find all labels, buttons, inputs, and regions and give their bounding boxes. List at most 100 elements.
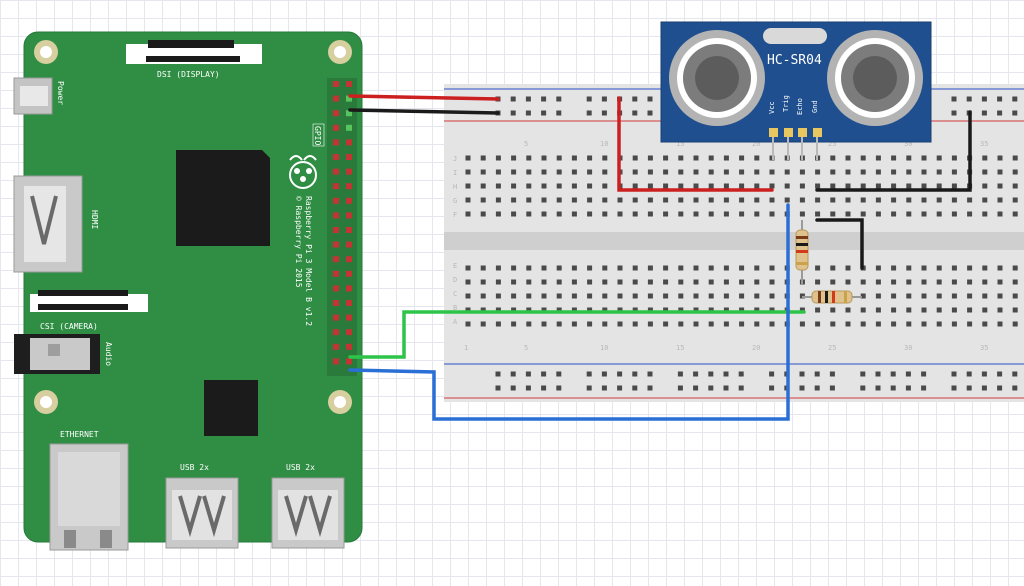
- breadboard-hole: [647, 293, 653, 299]
- breadboard-hole: [571, 183, 577, 189]
- breadboard-hole: [632, 385, 638, 391]
- breadboard-hole: [480, 307, 486, 313]
- col-number-top-25: 25: [828, 140, 836, 148]
- breadboard-hole: [647, 385, 653, 391]
- breadboard-hole: [647, 96, 653, 102]
- gpio-pin: [333, 124, 339, 131]
- breadboard-hole: [678, 293, 684, 299]
- breadboard-hole: [556, 169, 562, 175]
- breadboard-hole: [601, 96, 607, 102]
- breadboard-hole: [891, 155, 897, 161]
- breadboard-hole: [602, 321, 608, 327]
- breadboard-hole: [815, 321, 821, 327]
- breadboard-hole: [875, 169, 881, 175]
- transducer-left: [669, 30, 765, 126]
- breadboard-hole: [571, 265, 577, 271]
- col-number-bottom-25: 25: [828, 344, 836, 352]
- breadboard-hole: [647, 371, 653, 377]
- gpio-pin: [346, 241, 352, 248]
- model-text: Raspberry Pi 3 Model B v1.2: [304, 196, 313, 326]
- breadboard-hole: [480, 265, 486, 271]
- breadboard-hole: [739, 211, 745, 217]
- breadboard-hole: [465, 197, 471, 203]
- breadboard-hole: [647, 155, 653, 161]
- breadboard-hole: [480, 169, 486, 175]
- breadboard-hole: [495, 169, 501, 175]
- breadboard-hole: [891, 183, 897, 189]
- raspberry-pi-board: DSI (DISPLAY) Power HDMI CSI (CAMERA): [13, 31, 363, 551]
- breadboard-hole: [617, 279, 623, 285]
- breadboard-hole: [921, 265, 927, 271]
- breadboard-hole: [677, 371, 683, 377]
- breadboard-hole: [997, 385, 1003, 391]
- breadboard-hole: [541, 385, 547, 391]
- breadboard-hole: [951, 279, 957, 285]
- breadboard-hole: [693, 321, 699, 327]
- breadboard-hole: [891, 169, 897, 175]
- breadboard-hole: [571, 211, 577, 217]
- breadboard-hole: [511, 183, 517, 189]
- breadboard-hole: [708, 293, 714, 299]
- breadboard-hole: [678, 321, 684, 327]
- breadboard-hole: [754, 169, 760, 175]
- breadboard-hole: [541, 96, 547, 102]
- gpio-pin: [333, 329, 339, 336]
- breadboard-hole: [556, 265, 562, 271]
- breadboard-hole: [830, 211, 836, 217]
- breadboard-hole: [799, 385, 805, 391]
- breadboard-hole: [647, 307, 653, 313]
- breadboard-hole: [981, 371, 987, 377]
- breadboard-hole: [830, 321, 836, 327]
- breadboard-hole: [678, 211, 684, 217]
- breadboard-hole: [587, 197, 593, 203]
- gpio-pin: [333, 358, 339, 365]
- breadboard-hole: [982, 155, 988, 161]
- breadboard-hole: [997, 371, 1003, 377]
- gpio-pin: [333, 197, 339, 204]
- breadboard-hole: [708, 183, 714, 189]
- breadboard-hole: [510, 371, 516, 377]
- breadboard-hole: [997, 279, 1003, 285]
- ram-chip: [204, 380, 258, 436]
- breadboard-hole: [906, 183, 912, 189]
- gpio-pin: [346, 183, 352, 190]
- breadboard-hole: [860, 211, 866, 217]
- breadboard-hole: [845, 307, 851, 313]
- breadboard-hole: [799, 307, 805, 313]
- breadboard-hole: [769, 265, 775, 271]
- breadboard-hole: [1012, 279, 1018, 285]
- breadboard-hole: [602, 265, 608, 271]
- breadboard-hole: [966, 371, 972, 377]
- breadboard-hole: [571, 197, 577, 203]
- breadboard-hole: [830, 307, 836, 313]
- wire-gnd-black: [348, 108, 500, 115]
- breadboard-hole: [632, 293, 638, 299]
- breadboard-hole: [769, 211, 775, 217]
- breadboard-hole: [647, 279, 653, 285]
- breadboard-hole: [997, 265, 1003, 271]
- breadboard-hole: [541, 371, 547, 377]
- row-label-h: H: [453, 183, 457, 191]
- breadboard-hole: [799, 211, 805, 217]
- breadboard-hole: [845, 321, 851, 327]
- breadboard-hole: [647, 321, 653, 327]
- breadboard-hole: [906, 321, 912, 327]
- breadboard-hole: [966, 385, 972, 391]
- row-label-i: I: [453, 169, 457, 177]
- breadboard-hole: [860, 197, 866, 203]
- sensor-pins: [769, 128, 822, 160]
- breadboard-hole: [526, 321, 532, 327]
- col-number-top-20: 20: [752, 140, 760, 148]
- col-number-bottom-20: 20: [752, 344, 760, 352]
- breadboard-hole: [1012, 155, 1018, 161]
- breadboard-hole: [906, 265, 912, 271]
- breadboard-hole: [997, 293, 1003, 299]
- breadboard-hole: [571, 321, 577, 327]
- gpio-pin: [333, 81, 339, 87]
- breadboard-hole: [511, 211, 517, 217]
- breadboard-hole: [693, 385, 699, 391]
- breadboard-hole: [723, 321, 729, 327]
- gpio-pin: [333, 110, 339, 117]
- breadboard-hole: [526, 211, 532, 217]
- ethernet-port: ETHERNET: [49, 430, 129, 551]
